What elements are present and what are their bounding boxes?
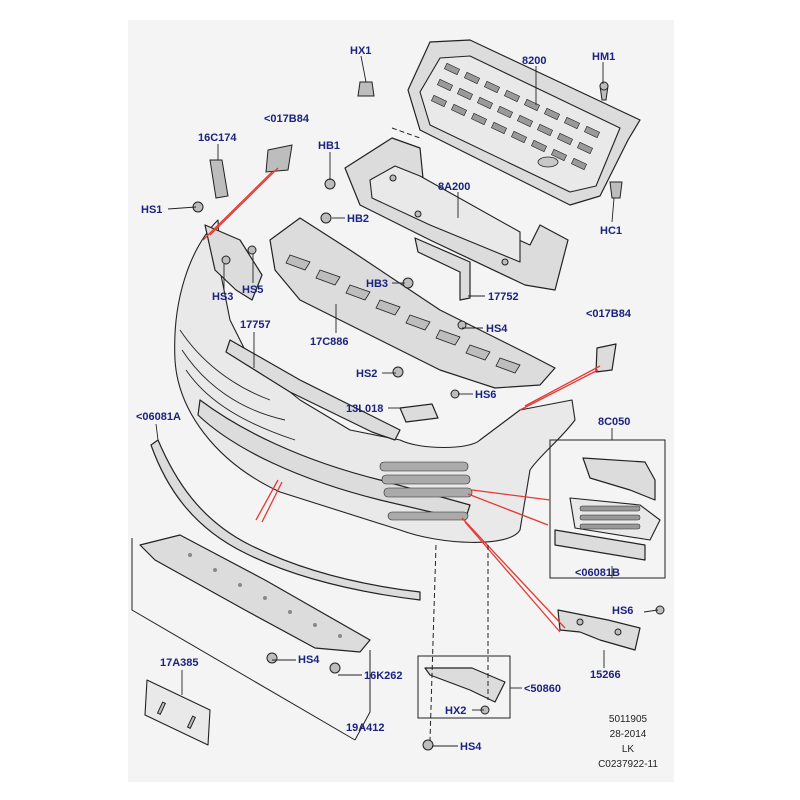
label-hx1: HX1 [350, 45, 371, 57]
reference-block: 5011905 28-2014 LK C0237922-11 [598, 714, 658, 770]
label-06081b: <06081B [575, 567, 620, 579]
reference-line-3: LK [622, 744, 635, 755]
absorber-17c886 [269, 217, 556, 389]
bumper-cover [174, 219, 576, 543]
label-hs4-lower: HS4 [298, 654, 320, 666]
reference-line-1: 5011905 [609, 714, 648, 725]
label-06081a: <06081A [136, 411, 181, 423]
plate-17a385 [144, 679, 211, 746]
lamp-13l018 [399, 403, 439, 423]
label-hm1: HM1 [592, 51, 615, 63]
label-hs6-right: HS6 [612, 605, 633, 617]
label-13l018: 13L018 [346, 403, 383, 415]
reference-line-2: 28-2014 [610, 729, 647, 740]
dashed-lines [391, 127, 489, 741]
label-17c886: 17C886 [310, 336, 349, 348]
label-50860: <50860 [524, 683, 561, 695]
label-8200: 8200 [522, 55, 546, 67]
leader-lines [155, 55, 659, 747]
label-hs6-mid: HS6 [475, 389, 496, 401]
bracket-17757 [225, 339, 401, 441]
label-017b84-right: <017B84 [586, 308, 632, 320]
grille-8200 [407, 39, 641, 206]
label-hc1: HC1 [600, 225, 622, 237]
part-labels: HX1 8200 HM1 <017B84 16C174 HB1 8A200 HS… [136, 45, 633, 753]
label-17752: 17752 [488, 291, 519, 303]
label-hs2: HS2 [356, 368, 377, 380]
label-15266: 15266 [590, 669, 621, 681]
label-hs4-bottom: HS4 [460, 741, 482, 753]
label-hs1: HS1 [141, 204, 162, 216]
label-hs4-mid: HS4 [486, 323, 508, 335]
label-hs3: HS3 [212, 291, 233, 303]
highlight-lines [202, 167, 601, 633]
label-8c050: 8C050 [598, 416, 630, 428]
label-19a412: 19A412 [346, 722, 385, 734]
fasteners [192, 81, 665, 751]
label-16k262: 16K262 [364, 670, 403, 682]
bracket-15266 [557, 609, 641, 651]
grille-insert-8c050 [549, 439, 666, 579]
label-017b84-top: <017B84 [264, 113, 310, 125]
label-17757: 17757 [240, 319, 271, 331]
label-8a200: 8A200 [438, 181, 470, 193]
deflector-50860 [417, 655, 511, 719]
reference-line-4: C0237922-11 [598, 759, 658, 770]
label-hx2: HX2 [445, 705, 466, 717]
label-hb1: HB1 [318, 140, 340, 152]
label-hb2: HB2 [347, 213, 369, 225]
label-hb3: HB3 [366, 278, 388, 290]
label-17a385: 17A385 [160, 657, 199, 669]
label-hs5: HS5 [242, 284, 263, 296]
label-16c174: 16C174 [198, 132, 237, 144]
panel-19a412 [131, 534, 371, 741]
carrier-8a200 [344, 137, 569, 301]
trim-strip-06081a [150, 439, 421, 601]
